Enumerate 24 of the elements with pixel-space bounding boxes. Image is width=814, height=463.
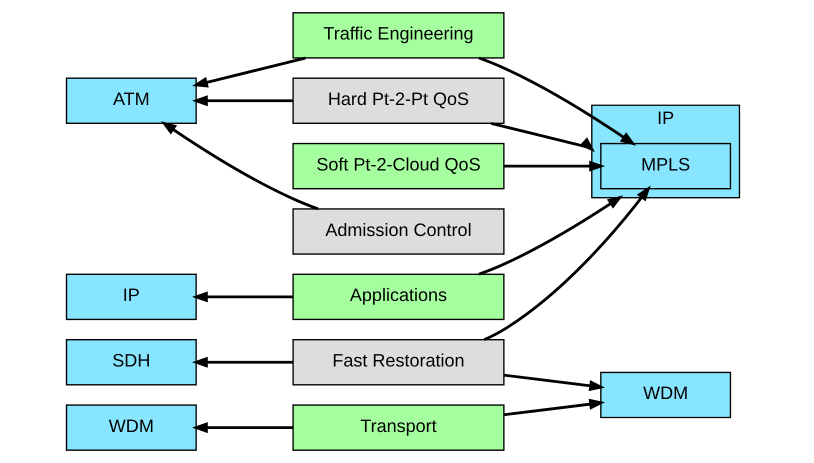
arrow: [191, 95, 292, 106]
arrow: [192, 56, 306, 88]
node-box: Applications: [292, 274, 504, 320]
node-box: Admission Control: [292, 208, 504, 255]
arrow: [503, 374, 605, 392]
node-box: IP: [65, 274, 196, 320]
arrow: [478, 56, 636, 146]
arrow: [490, 122, 594, 152]
node-box: ATM: [65, 78, 196, 124]
node-box: Transport: [292, 404, 504, 451]
arrow: [478, 195, 623, 276]
node-box: MPLS: [600, 142, 731, 190]
arrow: [191, 422, 292, 434]
node-box: Soft Pt-2-Cloud QoS: [292, 142, 504, 190]
node-box: SDH: [65, 339, 196, 386]
node-box: Fast Restoration: [292, 339, 504, 386]
arrow: [191, 356, 292, 368]
arrow: [503, 398, 605, 416]
node-box: Hard Pt-2-Pt QoS: [292, 78, 504, 124]
arrow: [191, 291, 292, 302]
node-box: Traffic Engineering: [292, 12, 504, 59]
node-box: WDM: [65, 404, 196, 451]
arrow: [503, 160, 605, 172]
node-box: WDM: [600, 372, 731, 418]
